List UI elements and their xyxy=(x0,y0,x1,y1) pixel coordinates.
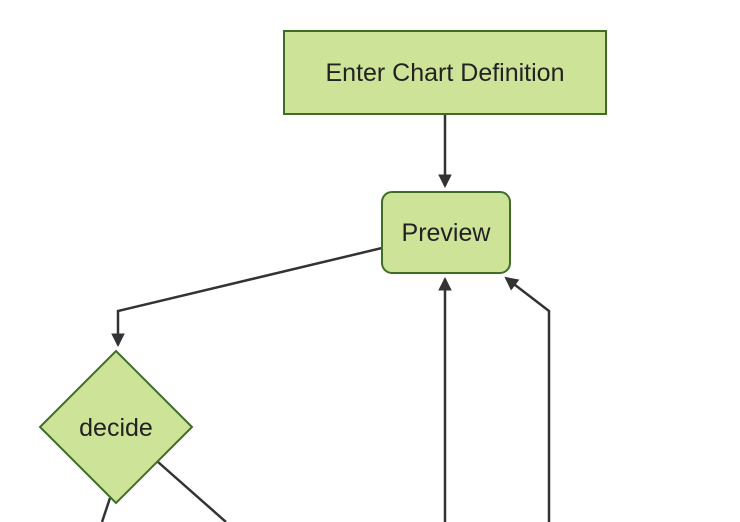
node-enter-chart-definition-shape xyxy=(283,30,607,115)
edge-layer xyxy=(100,115,551,522)
node-enter-chart-definition-label: Enter Chart Definition xyxy=(325,59,564,87)
node-preview: Preview xyxy=(381,191,511,274)
node-decide: decide xyxy=(38,349,194,505)
node-decide-shape xyxy=(38,349,194,505)
node-preview-shape xyxy=(381,191,511,274)
node-enter-chart-definition: Enter Chart Definition xyxy=(283,30,607,115)
edge-decide-to-offscreen-right xyxy=(157,461,227,522)
edge-decide-to-offscreen-left xyxy=(100,497,112,522)
node-preview-label: Preview xyxy=(402,219,492,247)
edge-offscreen-right-to-preview-corner xyxy=(504,276,551,522)
edge-preview-to-decide xyxy=(111,246,383,348)
node-decide-label: decide xyxy=(79,414,153,442)
